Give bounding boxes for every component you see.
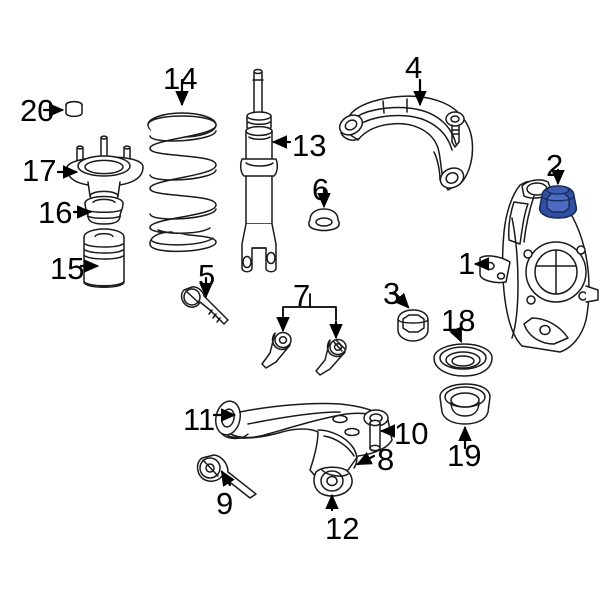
callout-label-4: 4 xyxy=(405,50,423,85)
callout-label-16: 16 xyxy=(38,195,73,230)
callout-label-2: 2 xyxy=(546,148,564,183)
callout-label-14: 14 xyxy=(163,61,198,96)
part-7-ball-joint-bolts xyxy=(261,293,347,376)
part-6-strut-nut xyxy=(308,208,340,232)
part-19-lower-seal xyxy=(439,383,491,425)
callout-label-18: 18 xyxy=(441,303,476,338)
callout-label-11: 11 xyxy=(183,402,216,437)
callout-label-19: 19 xyxy=(447,438,482,473)
part-16-jounce-bumper xyxy=(84,195,124,225)
leader-8 xyxy=(356,451,376,466)
callout-label-12: 12 xyxy=(325,511,360,546)
callout-label-7: 7 xyxy=(293,278,311,313)
part-1-steering-knuckle xyxy=(479,179,599,353)
callout-label-3: 3 xyxy=(383,276,401,311)
part-18-upper-seal xyxy=(433,343,493,377)
callout-label-5: 5 xyxy=(198,258,216,293)
part-13-strut-shock-absorber xyxy=(239,68,279,273)
callout-label-8: 8 xyxy=(377,442,395,477)
part-15-dust-shield xyxy=(83,228,125,288)
part-10-lower-ball-joint-stud xyxy=(369,419,381,452)
callout-label-13: 13 xyxy=(292,128,327,163)
callout-label-10: 10 xyxy=(394,416,429,451)
leader-18 xyxy=(449,326,463,344)
callout-label-17: 17 xyxy=(22,153,57,188)
leader-3 xyxy=(393,291,410,309)
part-4-upper-control-arm xyxy=(338,95,474,191)
part-3-ball-joint-nut xyxy=(397,309,429,342)
part-11-lower-control-arm xyxy=(214,400,393,485)
part-14-coil-spring xyxy=(147,112,217,253)
part-17-strut-mount xyxy=(66,135,144,202)
part-20-spacer-bushing xyxy=(65,100,83,118)
callout-label-1: 1 xyxy=(458,246,476,281)
leader-9 xyxy=(220,470,235,487)
callout-label-6: 6 xyxy=(312,172,330,207)
callout-label-15: 15 xyxy=(50,251,85,286)
part-2-hub-nut-highlighted xyxy=(538,185,578,219)
part-12-lower-bushing xyxy=(313,466,353,497)
callout-label-9: 9 xyxy=(216,486,234,521)
callout-label-20: 20 xyxy=(20,93,55,128)
